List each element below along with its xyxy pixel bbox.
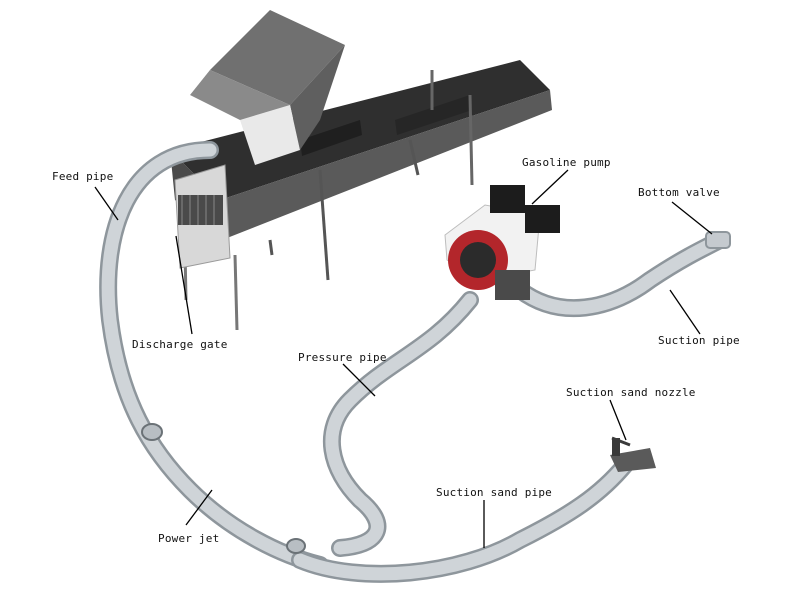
label-feed-pipe: Feed pipe — [52, 170, 114, 183]
leader-lines — [94, 169, 713, 548]
discharge-gate — [174, 164, 231, 269]
leader-discharge-gate — [175, 235, 193, 335]
feed-hopper — [190, 10, 345, 165]
gasoline-pump — [444, 185, 560, 300]
leader-suction-sand-nozzle — [609, 399, 627, 441]
label-suction-sand-pipe: Suction sand pipe — [436, 486, 552, 499]
feed-pipe — [99, 141, 329, 574]
leader-suction-pipe — [669, 289, 701, 335]
pressure-pipe — [322, 291, 479, 557]
suction-sand-nozzle — [610, 436, 656, 472]
label-power-jet: Power jet — [158, 532, 220, 545]
leader-gasoline-pump — [531, 169, 569, 205]
label-discharge-gate: Discharge gate — [132, 338, 228, 351]
leader-power-jet — [185, 489, 213, 526]
label-suction-sand-nozzle: Suction sand nozzle — [566, 386, 696, 399]
leader-bottom-valve — [671, 201, 713, 235]
label-gasoline-pump: Gasoline pump — [522, 156, 611, 169]
label-bottom-valve: Bottom valve — [638, 186, 720, 199]
power-jet — [141, 423, 306, 554]
label-suction-pipe: Suction pipe — [658, 334, 740, 347]
suction-sand-pipe — [291, 456, 634, 583]
suction-pipe — [511, 231, 731, 318]
label-pressure-pipe: Pressure pipe — [298, 351, 387, 364]
leader-pressure-pipe — [342, 363, 376, 397]
leader-feed-pipe — [94, 186, 119, 221]
